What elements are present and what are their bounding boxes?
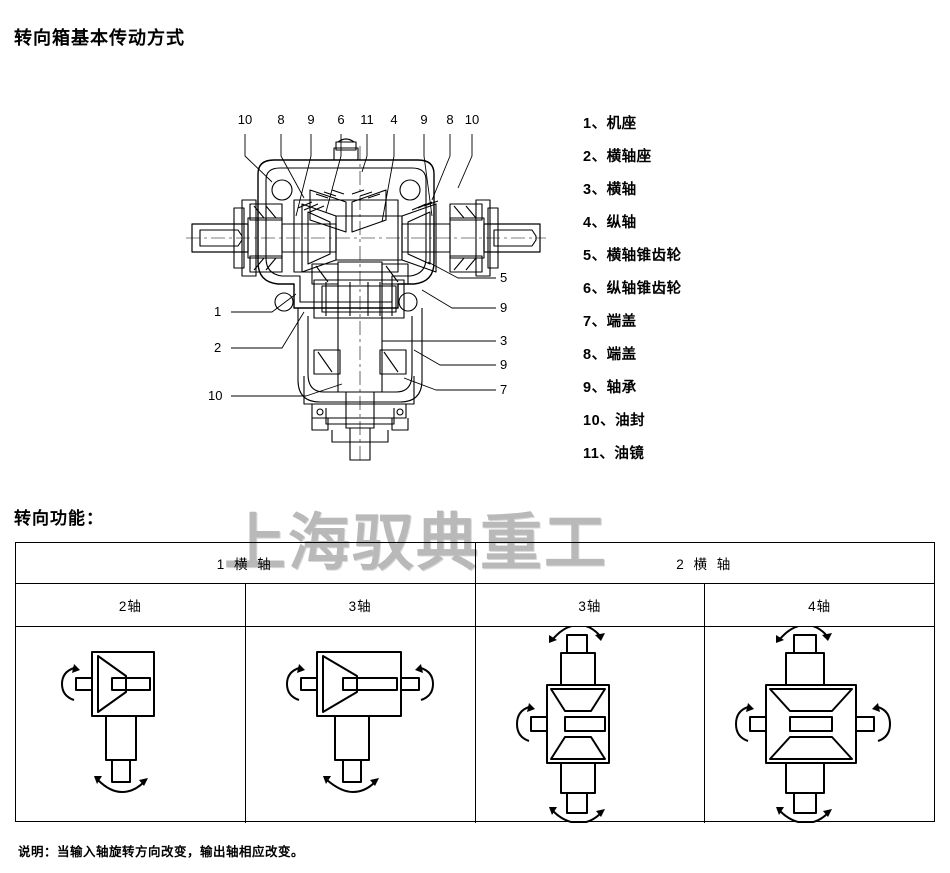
callout-left-3: 10 (208, 388, 223, 403)
gearbox-icon-2-shaft (61, 651, 156, 793)
legend-item: 10、油封 (583, 413, 646, 429)
gearbox-icon-3-shaft-vertical (515, 627, 610, 823)
steering-function-table: 1 横 轴 2 横 轴 2轴 3轴 3轴 4轴 (15, 542, 935, 823)
table-cell-gearbox-4-shaft (704, 627, 934, 823)
callout-left-2: 2 (214, 340, 222, 355)
footer-note: 说明：当输入轴旋转方向改变，输出轴相应改变。 (18, 845, 305, 859)
legend-item: 11、油镜 (583, 446, 645, 462)
callout-right-5: 7 (500, 382, 508, 397)
legend-item: 9、轴承 (583, 380, 637, 396)
callout-right-1: 5 (500, 270, 508, 285)
gearbox-icon-4-shaft (734, 627, 891, 823)
page-title: 转向箱基本传动方式 (14, 28, 185, 48)
callout-right-4: 9 (500, 357, 508, 372)
gearbox-icon-3-shaft-horizontal (286, 651, 435, 793)
legend-item: 2、横轴座 (583, 149, 652, 165)
sub-header-3-shaft-b: 3轴 (474, 584, 705, 626)
legend-item: 1、机座 (583, 116, 637, 132)
legend-item: 8、端盖 (583, 347, 637, 363)
legend-item: 3、横轴 (583, 182, 637, 198)
legend-item: 5、横轴锥齿轮 (583, 248, 682, 264)
callout-top-5: 11 (360, 112, 374, 127)
gearbox-section-drawing: 10 8 9 6 11 4 9 8 10 1 2 10 5 9 3 9 7 (186, 112, 546, 462)
callout-top-6: 4 (390, 112, 398, 127)
callout-top-1: 10 (237, 112, 253, 127)
table-diagram-row (16, 627, 934, 823)
table-cell-gearbox-3-shaft-horizontal (244, 627, 475, 823)
callout-top-4: 6 (337, 112, 345, 127)
callout-top-8: 8 (446, 112, 454, 127)
callout-top-3: 9 (307, 112, 315, 127)
sub-header-2-shaft: 2轴 (118, 599, 142, 614)
table-cell-gearbox-3-shaft-vertical (474, 627, 705, 823)
sub-header-4-shaft: 4轴 (704, 584, 934, 626)
callout-left-1: 1 (214, 304, 222, 319)
table-group-header-row: 1 横 轴 2 横 轴 (16, 543, 934, 584)
legend-item: 6、纵轴锥齿轮 (583, 281, 682, 297)
callout-top-7: 9 (420, 112, 428, 127)
callout-top-2: 8 (277, 112, 285, 127)
table-cell-gearbox-2-shaft (16, 627, 245, 823)
parts-legend-list: 1、机座 2、横轴座 3、横轴 4、纵轴 5、横轴锥齿轮 6、纵轴锥齿轮 7、端… (583, 108, 682, 471)
group-header-1-horizontal-shaft: 1 横 轴 (16, 543, 476, 583)
gearbox-section-svg (186, 134, 546, 462)
sub-header-3-shaft-a: 3轴 (244, 584, 475, 626)
group-header-2-horizontal-shaft: 2 横 轴 (676, 557, 734, 572)
legend-item: 4、纵轴 (583, 215, 637, 231)
callout-right-3: 3 (500, 333, 508, 348)
callout-top-9: 10 (464, 112, 480, 127)
callout-right-2: 9 (500, 300, 508, 315)
legend-item: 7、端盖 (583, 314, 637, 330)
section-title-steering-function: 转向功能： (14, 509, 104, 528)
table-sub-header-row: 2轴 3轴 3轴 4轴 (16, 584, 934, 627)
